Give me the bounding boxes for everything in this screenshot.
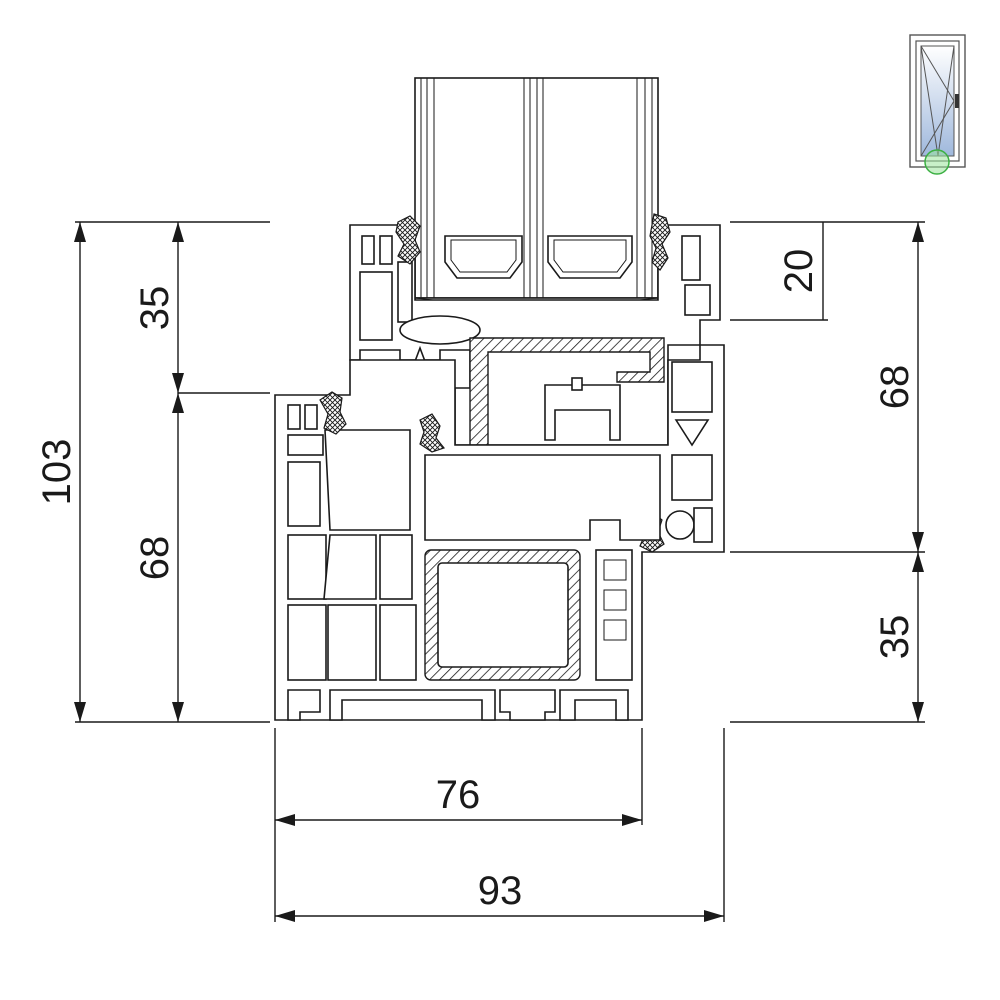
- dim-right-lower: 35: [873, 615, 917, 660]
- section-indicator-icon: [924, 149, 950, 175]
- dimension-lines: [74, 221, 925, 922]
- dim-glass-bead: 20: [777, 249, 821, 294]
- dim-sash-upper: 35: [133, 286, 177, 331]
- tilt-turn-window-icon: [909, 34, 966, 175]
- glazing-unit: [414, 77, 659, 326]
- dim-right-mid: 68: [873, 365, 917, 410]
- dim-frame-width: 76: [436, 773, 481, 817]
- dim-total-width: 93: [478, 869, 523, 913]
- frame-profile: [274, 344, 725, 721]
- dim-frame-lower-left: 68: [133, 536, 177, 581]
- dim-total-height: 103: [35, 439, 79, 506]
